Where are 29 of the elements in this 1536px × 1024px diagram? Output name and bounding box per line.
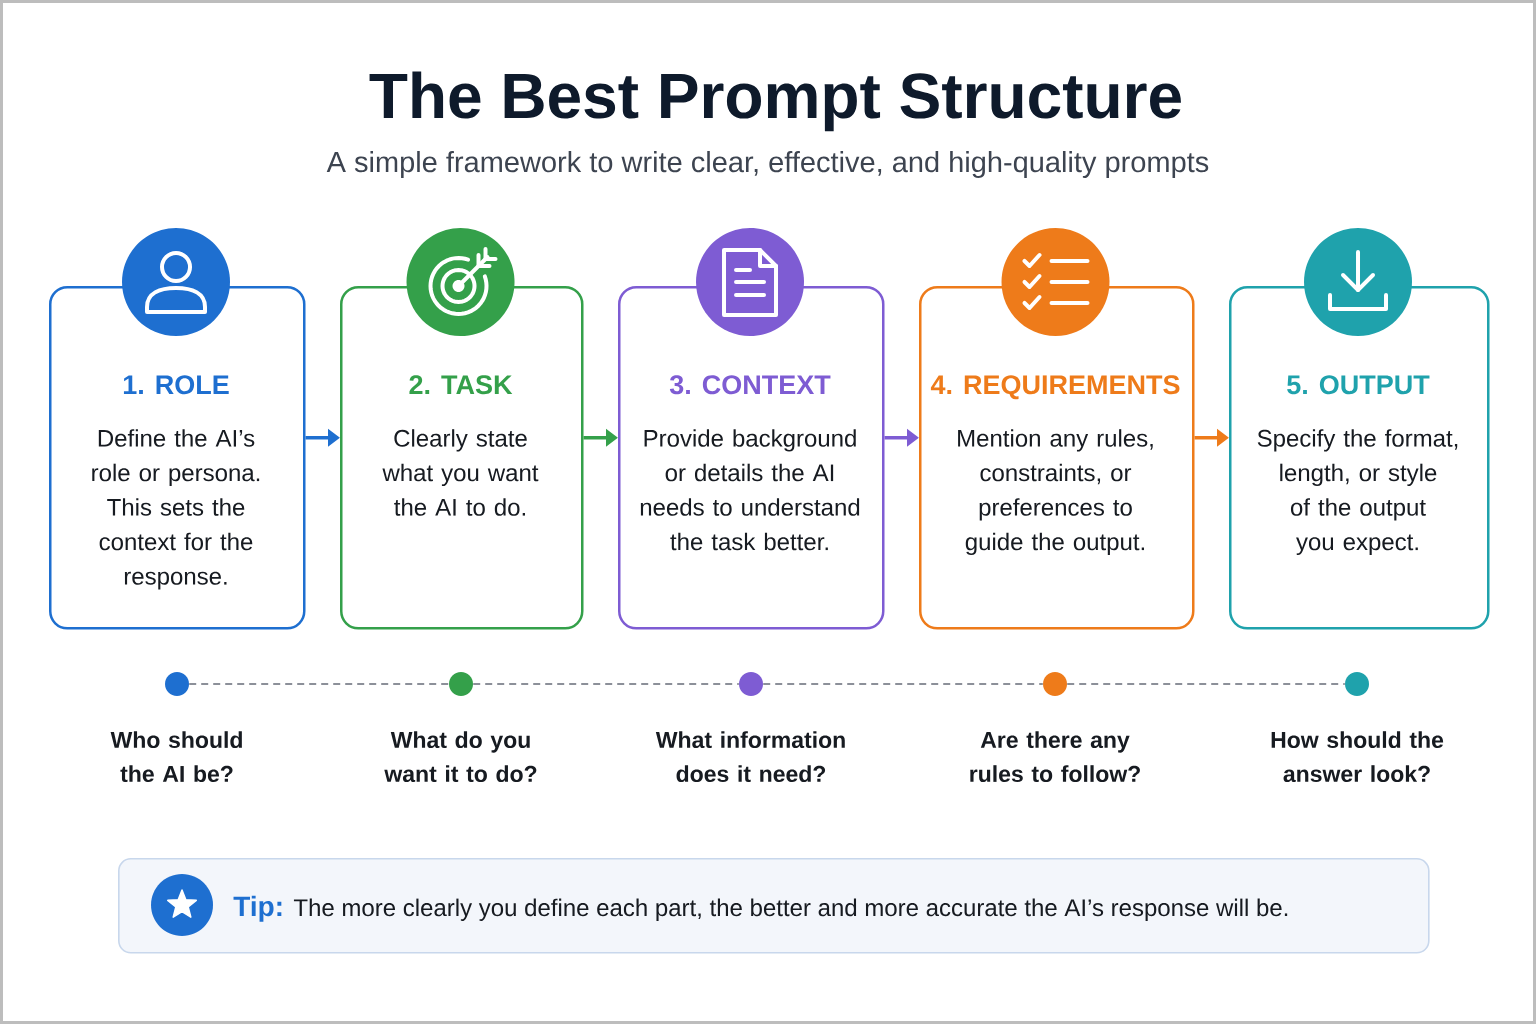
step-card bbox=[618, 286, 885, 630]
step-title: 1. ROLE bbox=[123, 375, 229, 395]
dashed-line bbox=[472, 683, 740, 685]
question-text: How should the answer look? bbox=[1271, 731, 1444, 783]
step-card bbox=[340, 286, 584, 630]
tip-text: The more clearly you define each part, the better and more accurate the AI’s response will be. bbox=[293, 898, 1288, 921]
step-description: Provide background or details the AI needs to understand the task better. bbox=[640, 429, 860, 551]
step-description: Define the AI’s role or persona. This sets the context for the response. bbox=[92, 429, 260, 590]
title: The Best Prompt Structure bbox=[369, 71, 1181, 132]
dashed-line bbox=[762, 683, 1044, 685]
step-card bbox=[1229, 286, 1490, 630]
step-description: Clearly state what you want the AI to do. bbox=[382, 429, 539, 516]
tip-box bbox=[118, 858, 1430, 954]
tip-label: Tip: bbox=[233, 895, 282, 922]
step-title: 5. OUTPUT bbox=[1287, 375, 1430, 395]
step-description: Mention any rules, constraints, or preferences to guide the output. bbox=[958, 429, 1153, 556]
step-title: 4. REQUIREMENTS bbox=[930, 375, 1180, 400]
question-text: Who should the AI be? bbox=[110, 731, 242, 783]
step-title: 2. TASK bbox=[409, 375, 513, 395]
dashed-line bbox=[188, 683, 450, 685]
question-text: What information does it need? bbox=[655, 731, 845, 783]
step-card bbox=[919, 286, 1195, 630]
step-title: 3. CONTEXT bbox=[669, 375, 831, 395]
step-card bbox=[49, 286, 306, 630]
question-text: What do you want it to do? bbox=[384, 731, 537, 783]
question-text: Are there any rules to follow? bbox=[970, 731, 1140, 783]
subtitle: A simple framework to write clear, effective, and high-quality prompts bbox=[326, 151, 1209, 178]
dashed-line bbox=[1066, 683, 1346, 685]
step-description: Specify the format, length, or style of the output you expect. bbox=[1257, 429, 1458, 556]
